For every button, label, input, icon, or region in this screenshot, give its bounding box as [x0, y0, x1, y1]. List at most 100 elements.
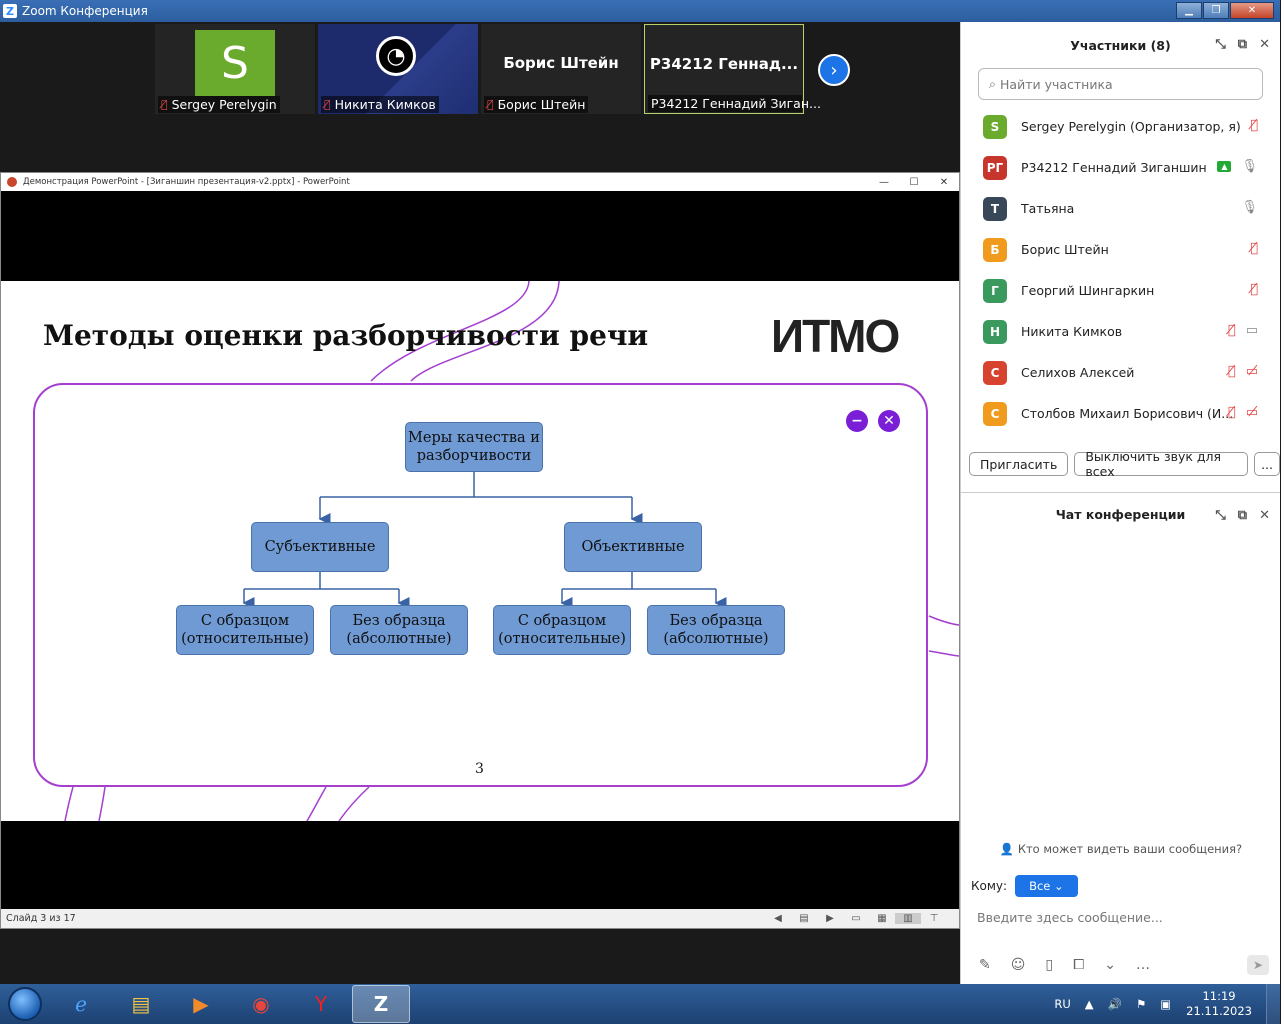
mic-muted-icon[interactable]: 🎙̸	[1227, 405, 1236, 420]
popout-icon[interactable]: ⧉	[1237, 37, 1248, 52]
close-panel-icon[interactable]: ✕	[1259, 508, 1270, 523]
windows-orb-icon	[8, 987, 42, 1021]
clock[interactable]: 11:19 21.11.2023	[1186, 989, 1252, 1019]
participant-search-input[interactable]: ⌕ Найти участника	[978, 68, 1263, 100]
participant-row[interactable]: С Селихов Алексей 🎙̸▭̸	[961, 352, 1280, 393]
normal-view-icon[interactable]: ▭	[851, 913, 861, 924]
collapse-panel-icon[interactable]: ⤡	[1215, 508, 1226, 523]
video-camera-icon[interactable]: ▭	[1245, 323, 1258, 338]
slide-title: Методы оценки разборчивости речи	[43, 319, 649, 352]
avatar: S	[983, 114, 1007, 139]
diagram-node-objective: Объективные	[564, 522, 702, 572]
slideshow-view-icon[interactable]: ⊤	[929, 913, 939, 924]
participant-name: Sergey Perelygin (Организатор, я)	[1021, 119, 1241, 134]
zoom-logo-icon: Z	[3, 4, 17, 18]
sorter-view-icon[interactable]: ▦	[877, 913, 887, 924]
mic-icon[interactable]: 🎙	[1241, 200, 1258, 215]
mic-muted-icon[interactable]: 🎙̸	[1250, 118, 1258, 133]
media-player-icon[interactable]: ▶	[193, 992, 209, 1016]
clock-time: 11:19	[1202, 989, 1236, 1003]
participant-row[interactable]: Г Георгий Шингаркин 🎙̸	[961, 270, 1280, 311]
close-button[interactable]: ✕	[1230, 2, 1274, 19]
who-can-see-text: Кто может видеть ваши сообщения?	[1017, 842, 1243, 856]
pp-maximize-button[interactable]: ☐	[909, 176, 919, 188]
diagram-node-obj-with-ref: С образцом (относительные)	[493, 605, 631, 655]
reading-view-icon[interactable]: ▥	[895, 913, 921, 924]
participant-row[interactable]: Т Татьяна 🎙	[961, 188, 1280, 229]
participant-name: Селихов Алексей	[1021, 365, 1135, 380]
next-page-arrow-icon[interactable]: ›	[818, 54, 850, 86]
action-center-icon[interactable]: ⚑	[1135, 997, 1147, 1011]
mute-all-button[interactable]: Выключить звук для всех	[1074, 449, 1249, 479]
invite-button[interactable]: Пригласить	[969, 452, 1069, 476]
language-indicator[interactable]: RU	[1054, 997, 1071, 1011]
prev-slide-icon[interactable]: ◀	[774, 913, 782, 924]
powerpoint-statusbar: Слайд 3 из 17 ◀ ▤ ▶ ▭ ▦ ▥ ⊤	[1, 909, 959, 928]
search-icon: ⌕	[989, 76, 997, 91]
recipient-dropdown[interactable]: Все ⌄	[1015, 875, 1078, 897]
avatar: Н	[983, 319, 1007, 344]
popout-icon[interactable]: ⧉	[1237, 508, 1248, 523]
close-panel-icon[interactable]: ✕	[1259, 37, 1270, 52]
show-desktop-button[interactable]	[1266, 984, 1280, 1024]
avatar: Б	[983, 237, 1007, 262]
collapse-panel-icon[interactable]: ⤡	[1215, 37, 1226, 52]
mic-muted-icon[interactable]: 🎙̸	[1227, 364, 1236, 379]
participant-row[interactable]: РГ Р34212 Геннадий Зиганшин ▲🎙	[961, 147, 1280, 188]
chat-title: Чат конференции	[1055, 506, 1186, 522]
tray-expand-icon[interactable]: ▲	[1084, 997, 1094, 1011]
menu-icon[interactable]: ▤	[799, 913, 809, 924]
zoom-app-icon[interactable]: Z	[352, 985, 410, 1023]
avatar: С	[983, 401, 1007, 426]
participant-row[interactable]: S Sergey Perelygin (Организатор, я) 🎙̸	[961, 106, 1280, 147]
start-button[interactable]	[0, 984, 50, 1024]
emoji-icon[interactable]: ☺	[1010, 957, 1026, 973]
participant-row[interactable]: Б Борис Штейн 🎙̸	[961, 229, 1280, 270]
video-tile-active-speaker[interactable]: Р34212 Геннад... Р34212 Геннадий Зиган..…	[644, 24, 821, 114]
who-can-see-link[interactable]: 👤 Кто может видеть ваши сообщения?	[961, 842, 1281, 856]
screenshot-icon[interactable]: ⧠	[1073, 957, 1085, 973]
video-off-icon[interactable]: ▭̸	[1245, 364, 1258, 379]
video-off-icon[interactable]: ▭̸	[1245, 405, 1258, 420]
participant-row[interactable]: С Столбов Михаил Борисович (И... 🎙̸▭̸	[961, 393, 1280, 434]
mic-muted-icon: 🎙̸	[161, 98, 168, 111]
more-icon[interactable]: …	[1136, 957, 1150, 973]
user-icon: 👤	[999, 842, 1015, 856]
mic-muted-icon[interactable]: 🎙̸	[1227, 323, 1236, 338]
file-explorer-icon[interactable]: ▤	[131, 992, 151, 1016]
internet-explorer-icon[interactable]: ℯ	[75, 992, 87, 1016]
close-icon[interactable]: ✕	[878, 410, 900, 432]
next-slide-icon[interactable]: ▶	[826, 913, 834, 924]
video-tile[interactable]: S 🎙̸Sergey Perelygin	[155, 24, 315, 114]
more-options-button[interactable]: ...	[1254, 452, 1280, 476]
pp-close-button[interactable]: ✕	[939, 176, 949, 188]
file-icon[interactable]: ▯	[1045, 957, 1054, 973]
yandex-browser-icon[interactable]: Y	[314, 992, 328, 1016]
format-icon[interactable]: ✎	[979, 957, 991, 973]
powerpoint-icon	[7, 177, 17, 187]
chrome-icon[interactable]: ◉	[252, 992, 270, 1016]
collapse-icon[interactable]: −	[846, 410, 868, 432]
chevron-down-icon[interactable]: ⌄	[1104, 957, 1116, 973]
mic-muted-icon[interactable]: 🎙̸	[1250, 241, 1258, 256]
send-icon[interactable]: ➤	[1247, 955, 1269, 975]
maximize-button[interactable]: ❐	[1203, 2, 1229, 19]
avatar: Т	[983, 196, 1007, 221]
mic-muted-icon[interactable]: 🎙̸	[1250, 282, 1258, 297]
chat-message-input[interactable]: Введите здесь сообщение...	[977, 910, 1163, 925]
pp-minimize-button[interactable]: —	[879, 176, 889, 188]
network-icon[interactable]: ▣	[1160, 997, 1172, 1011]
participant-name: Р34212 Геннадий Зиганшин	[1021, 160, 1207, 175]
minimize-button[interactable]: ▁	[1176, 2, 1202, 19]
participant-name: Никита Кимков	[1021, 324, 1123, 339]
powerpoint-title: Демонстрация PowerPoint - [Зиганшин през…	[23, 177, 350, 187]
participant-row[interactable]: Н Никита Кимков 🎙̸ ▭	[961, 311, 1280, 352]
divider	[961, 492, 1280, 493]
video-tile[interactable]: ◔ 🎙̸Никита Кимков	[318, 24, 478, 114]
mic-icon[interactable]: 🎙	[1241, 159, 1258, 174]
video-tile[interactable]: Борис Штейн 🎙̸Борис Штейн	[481, 24, 641, 114]
window-titlebar: Z Zoom Конференция ▁ ❐ ✕	[0, 0, 1280, 22]
avatar: Г	[983, 278, 1007, 303]
diagram-node-subj-without-ref: Без образца (абсолютные)	[330, 605, 468, 655]
volume-icon[interactable]: 🔊	[1107, 997, 1122, 1011]
